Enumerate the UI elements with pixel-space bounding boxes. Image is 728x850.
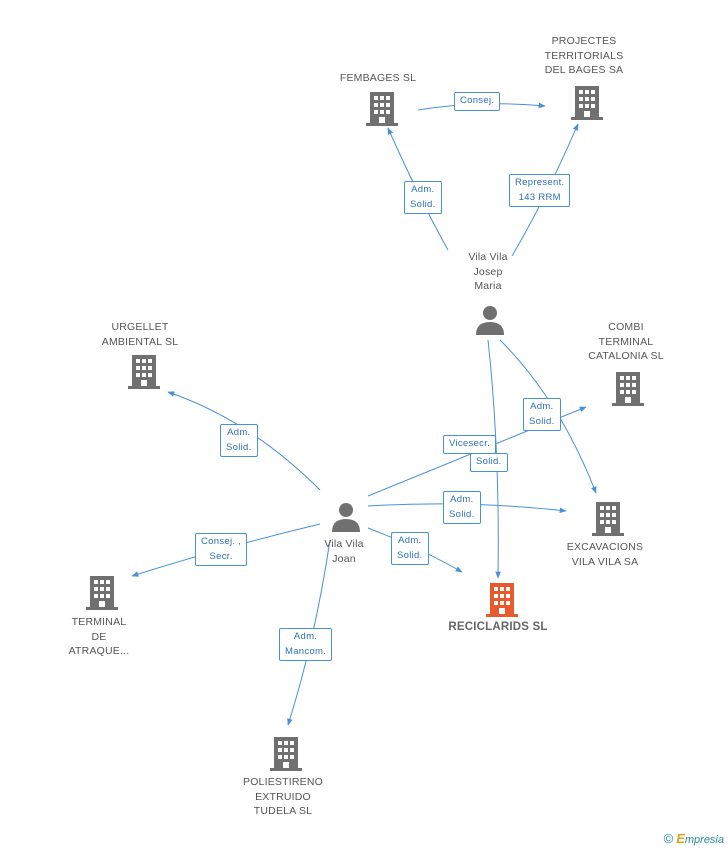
node-label-terminal: TERMINAL DE ATRAQUE...: [68, 616, 130, 657]
edge-label-consej-secr[interactable]: Consej. , Secr.: [195, 533, 248, 566]
node-label-vila-joan: Vila Vila Joan: [324, 538, 364, 565]
building-icon[interactable]: [86, 576, 118, 615]
edge-label-vicesecr[interactable]: Vicesecr.: [443, 435, 497, 454]
node-label-urgellet: URGELLET AMBIENTAL SL: [101, 321, 179, 348]
node-label-excavacions: EXCAVACIONS VILA VILA SA: [566, 541, 644, 568]
node-label-combi: COMBI TERMINAL CATALONIA SL: [588, 321, 664, 362]
edge-label-represent[interactable]: Represent. 143 RRM: [509, 174, 571, 207]
edge-label-adm-solid[interactable]: Adm. Solid.: [443, 491, 481, 524]
edge-label-adm-solid[interactable]: Adm. Solid.: [523, 398, 561, 431]
node-label-projectes: PROJECTES TERRITORIALS DEL BAGES SA: [544, 35, 624, 76]
edge-label-adm-mancom[interactable]: Adm. Mancom.: [279, 628, 333, 661]
building-highlight-icon[interactable]: [486, 583, 518, 622]
person-icon[interactable]: [331, 502, 361, 537]
edge-label-consej[interactable]: Consej.: [454, 92, 501, 111]
brand-name: mpresia: [684, 834, 724, 846]
building-icon[interactable]: [571, 86, 603, 125]
edge-label-adm-solid[interactable]: Adm. Solid.: [391, 532, 429, 565]
edge-label-adm-solid[interactable]: Adm. Solid.: [220, 424, 258, 457]
building-icon[interactable]: [366, 92, 398, 131]
building-icon[interactable]: [128, 355, 160, 394]
copyright-symbol: ©: [663, 831, 674, 846]
footer-brand[interactable]: ©Empresia: [664, 831, 724, 846]
edge-label-solid[interactable]: Solid.: [470, 453, 508, 472]
node-label-reciclarids: RECICLARIDS SL: [448, 621, 548, 633]
brand-initial: E: [676, 831, 685, 846]
node-label-vila-josep: Vila Vila Josep Maria: [468, 251, 508, 292]
building-icon[interactable]: [592, 502, 624, 541]
person-icon[interactable]: [475, 305, 505, 340]
edge-label-adm-solid[interactable]: Adm. Solid.: [404, 181, 442, 214]
node-label-poliestireno: POLIESTIRENO EXTRUIDO TUDELA SL: [242, 776, 323, 817]
building-icon[interactable]: [270, 737, 302, 776]
node-label-fembages: FEMBAGES SL: [339, 72, 417, 84]
building-icon[interactable]: [612, 372, 644, 411]
